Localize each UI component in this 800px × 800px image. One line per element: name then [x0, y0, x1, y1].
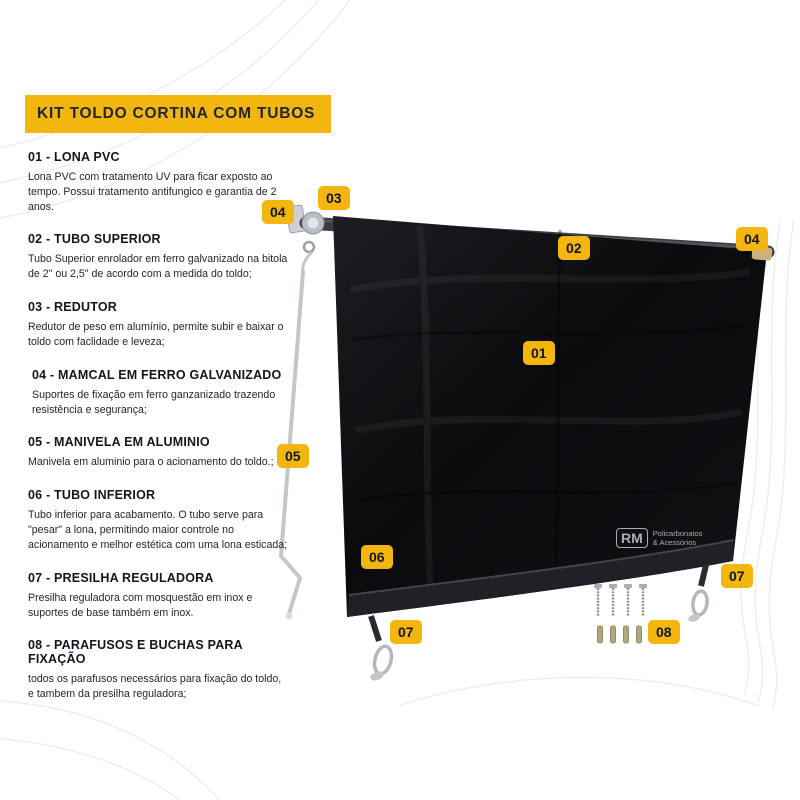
part-item-06: 06 - TUBO INFERIOR Tubo inferior para ac… — [28, 488, 290, 552]
part-heading: 05 - MANIVELA EM ALUMINIO — [28, 435, 210, 450]
callout-badge-01: 01 — [523, 341, 555, 365]
part-description: todos os parafusos necessários para fixa… — [28, 673, 282, 701]
part-description: Redutor de peso em alumínio, permite sub… — [28, 321, 284, 348]
part-item-08: 08 - PARAFUSOS E BUCHAS PARA FIXAÇÃO tod… — [28, 638, 290, 702]
callout-badge-04-right: 04 — [736, 227, 768, 251]
part-item-02: 02 - TUBO SUPERIOR Tubo Superior enrolad… — [28, 232, 290, 282]
callout-badge-04-left: 04 — [262, 200, 294, 224]
brand-logo: RM — [616, 528, 648, 548]
part-heading: 01 - LONA PVC — [28, 150, 120, 164]
part-description: Tubo inferior para acabamento. O tubo se… — [28, 509, 288, 551]
part-heading: 07 - PRESILHA REGULADORA — [28, 570, 214, 585]
parts-list: 01 - LONA PVC Lona PVC com tratamento UV… — [28, 150, 290, 720]
part-item-03: 03 - REDUTOR Redutor de peso em alumínio… — [28, 300, 290, 350]
page-title: KIT TOLDO CORTINA COM TUBOS — [25, 95, 332, 133]
part-heading: 04 - MAMCAL EM FERRO GALVANIZADO — [32, 367, 282, 382]
part-description: Tubo Superior enrolador em ferro galvani… — [28, 253, 288, 281]
part-description: Lona PVC com tratamento UV para ficar ex… — [28, 171, 277, 213]
callout-badge-08: 08 — [648, 620, 680, 644]
part-heading: 08 - PARAFUSOS E BUCHAS PARA FIXAÇÃO — [28, 638, 243, 667]
brand-watermark: RM Policarbonatos & Acessórios — [616, 528, 702, 548]
gear-reducer — [301, 211, 325, 254]
callout-badge-06: 06 — [361, 545, 393, 569]
callout-badge-02: 02 — [558, 236, 590, 260]
awning-canvas — [333, 216, 767, 617]
part-heading: 02 - TUBO SUPERIOR — [28, 232, 161, 247]
part-item-05: 05 - MANIVELA EM ALUMINIO Manivela em al… — [28, 435, 290, 470]
canvas-creases — [351, 229, 749, 576]
part-item-07: 07 - PRESILHA REGULADORA Presilha regula… — [28, 571, 290, 621]
part-heading: 06 - TUBO INFERIOR — [28, 488, 156, 503]
brand-name: Policarbonatos & Acessórios — [652, 528, 703, 547]
callout-badge-05: 05 — [277, 444, 309, 468]
carabiner-right — [688, 564, 709, 622]
part-description: Presilha reguladora com mosquestão em in… — [28, 591, 253, 619]
screws-group — [594, 584, 647, 616]
part-item-04: 04 - MAMCAL EM FERRO GALVANIZADO Suporte… — [28, 368, 290, 418]
carabiner-left — [368, 615, 394, 681]
part-heading: 03 - REDUTOR — [28, 300, 117, 315]
part-description: Suportes de fixação em ferro ganzanizado… — [32, 388, 276, 416]
crank-handle — [279, 250, 314, 620]
part-description: Manivela em aluminio para o acionamento … — [28, 456, 274, 469]
bottom-tube — [347, 539, 735, 617]
canvas-highlights — [349, 224, 751, 591]
callout-badge-03: 03 — [318, 186, 350, 210]
callout-badge-07-right: 07 — [721, 564, 753, 588]
part-item-01: 01 - LONA PVC Lona PVC com tratamento UV… — [28, 150, 290, 214]
anchors-group — [597, 625, 642, 644]
callout-badge-07-left: 07 — [390, 620, 422, 644]
